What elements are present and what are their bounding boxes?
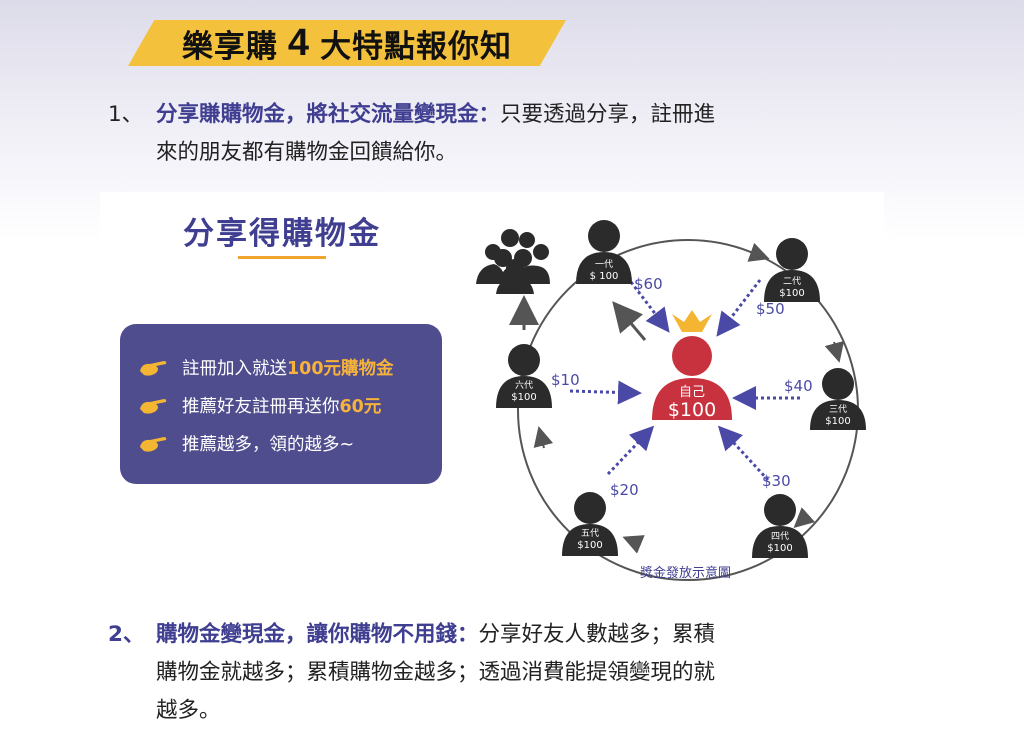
bonus-diagram: $60 $50 $40 $30 $20 $10 自己 $100 一代 $ 100… (476, 220, 866, 581)
benefit-text: 推薦好友註冊再送你60元 (182, 396, 382, 417)
reward-label: $40 (784, 377, 813, 395)
benefit-text: 推薦越多，領的越多~ (182, 434, 355, 455)
reward-arrow (606, 425, 655, 476)
reward-arrow (717, 425, 770, 482)
banner-title: 樂享購 4 大特點報你知 (128, 20, 566, 66)
self-amount: $100 (668, 399, 716, 421)
crown-icon (672, 310, 712, 332)
generation-2-person: 二代 $100 (764, 238, 820, 302)
ring-arrow (533, 426, 554, 449)
group-people-icon (476, 229, 550, 294)
svg-text:四代: 四代 (771, 531, 789, 542)
svg-text:$100: $100 (779, 288, 804, 299)
point-highlight: 購物金變現金，讓你購物不用錢： (156, 622, 479, 647)
banner-title-number: 4 (287, 21, 311, 64)
generation-1-person: 一代 $ 100 (576, 220, 632, 284)
pointing-hand-icon (140, 399, 167, 414)
ring-arrow (824, 340, 845, 363)
to-group-arrow (612, 301, 647, 341)
point-text: 分享好友人數越多；累積 (478, 622, 716, 647)
svg-text:$100: $100 (577, 540, 602, 551)
title-underline (238, 256, 326, 259)
point-text: 只要透過分享，註冊進 (500, 102, 716, 127)
section-banner: 樂享購 4 大特點報你知 (128, 20, 566, 66)
svg-text:$100: $100 (511, 392, 536, 403)
generation-6-person: 六代 $100 (496, 344, 552, 408)
point-index: 2、 (108, 622, 145, 647)
reward-label: $20 (610, 481, 639, 499)
benefit-item: 推薦越多，領的越多~ (138, 424, 442, 462)
reward-arrow (716, 279, 762, 337)
banner-title-part1: 樂享購 (181, 28, 278, 65)
generation-5-person: 五代 $100 (562, 492, 618, 556)
svg-text:$ 100: $ 100 (590, 271, 619, 282)
reward-label: $10 (551, 371, 580, 389)
card-title: 分享得購物金 (183, 216, 381, 252)
benefits-box: 註冊加入就送100元購物金 推薦好友註冊再送你60元 推薦越多，領的越多~ (120, 324, 442, 484)
svg-text:二代: 二代 (783, 276, 801, 287)
svg-text:$100: $100 (767, 543, 792, 554)
reward-label: $30 (762, 472, 791, 490)
svg-text:$100: $100 (825, 416, 850, 427)
benefit-item: 註冊加入就送100元購物金 (138, 348, 442, 386)
ring-arrow (622, 535, 645, 554)
point-index: 1、 (108, 102, 144, 127)
referral-card: 分享得購物金 註冊加入就送100元購物金 推薦好友註冊再送你60元 推薦越多，領… (100, 192, 884, 594)
diagram-caption: 獎金發放示意圖 (640, 566, 732, 581)
self-person-icon: 自己 $100 (652, 310, 732, 421)
banner-background (128, 20, 566, 66)
point-highlight: 分享賺購物金，將社交流量變現金： (156, 102, 501, 127)
svg-text:三代: 三代 (829, 404, 847, 415)
ring-arrow (793, 507, 816, 529)
reward-label: $50 (756, 300, 785, 318)
point-text-line3: 越多。 (156, 698, 221, 723)
svg-text:一代: 一代 (595, 259, 613, 270)
generation-4-person: 四代 $100 (752, 494, 808, 558)
benefit-text: 註冊加入就送100元購物金 (182, 358, 394, 379)
point-text-line2: 購物金就越多；累積購物金越多；透過消費能提領變現的就 (156, 660, 716, 685)
feature-point-1: 1、分享賺購物金，將社交流量變現金：只要透過分享，註冊進 來的朋友都有購物金回饋… (108, 96, 848, 172)
reward-label: $60 (634, 275, 663, 293)
pointing-hand-icon (140, 361, 167, 376)
point-text-line2: 來的朋友都有購物金回饋給你。 (156, 140, 458, 165)
pointing-hand-icon (140, 437, 167, 452)
generation-3-person: 三代 $100 (810, 368, 866, 430)
svg-text:五代: 五代 (581, 528, 599, 539)
reward-arrow (629, 281, 670, 333)
feature-point-2: 2、購物金變現金，讓你購物不用錢：分享好友人數越多；累積 購物金就越多；累積購物… (108, 616, 848, 730)
banner-title-part2: 大特點報你知 (320, 28, 513, 65)
svg-text:六代: 六代 (515, 379, 533, 391)
reward-arrow (569, 380, 642, 405)
ring-arrow (747, 242, 770, 262)
self-label: 自己 (679, 385, 705, 400)
benefit-item: 推薦好友註冊再送你60元 (138, 386, 442, 424)
